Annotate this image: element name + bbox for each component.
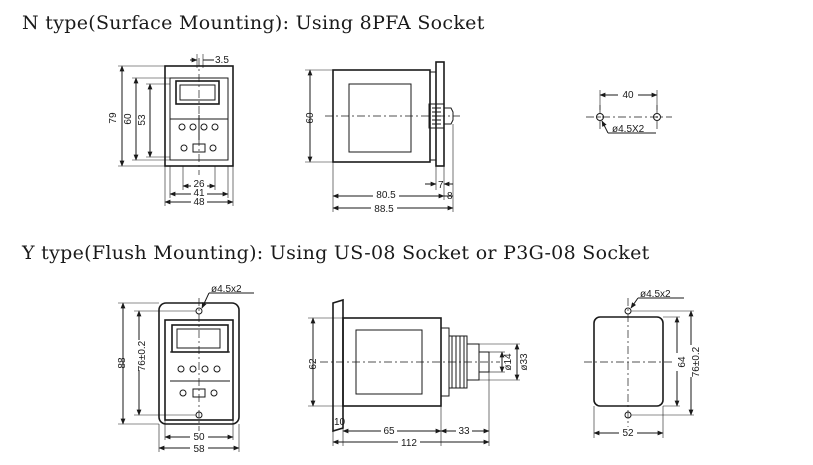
n-hole-pattern: 40 ø4.5X2 xyxy=(586,89,672,135)
dim-hole-n: ø4.5X2 xyxy=(612,124,645,135)
dim-58: 58 xyxy=(193,444,205,455)
y-type-heading: Y type(Flush Mounting): Using US-08 Sock… xyxy=(22,242,650,264)
dim-80-5: 80.5 xyxy=(376,190,396,201)
dim-64: 64 xyxy=(677,356,688,368)
dim-88-5: 88.5 xyxy=(374,204,394,215)
y-cutout-outline xyxy=(593,316,664,407)
n-type-heading: N type(Surface Mounting): Using 8PFA Soc… xyxy=(22,12,485,34)
dim-76-cutout: 76±0.2 xyxy=(691,346,702,377)
dim-26: 26 xyxy=(193,179,205,190)
dim-79: 79 xyxy=(108,112,119,124)
dim-50: 50 xyxy=(193,432,205,443)
dim-65: 65 xyxy=(383,426,395,437)
dim-62: 62 xyxy=(308,358,319,370)
dim-d33: ø33 xyxy=(519,353,530,371)
n-side-socket xyxy=(435,61,445,167)
dim-hole-y-cutout: ø4.5x2 xyxy=(640,289,671,300)
dim-40: 40 xyxy=(622,90,634,101)
n-front-view: 79 60 53 3.5 26 41 48 xyxy=(108,54,234,208)
y-front-view: ø4.5x2 88 76±0.2 50 58 xyxy=(117,284,254,455)
n-front-display xyxy=(175,80,220,105)
dim-10: 10 xyxy=(334,417,346,428)
dim-76-front: 76±0.2 xyxy=(137,340,148,371)
dim-41: 41 xyxy=(193,188,205,199)
dim-7: 7 xyxy=(438,180,444,191)
dim-8: 8 xyxy=(447,191,453,202)
dim-112: 112 xyxy=(401,438,417,449)
dim-3-5: 3.5 xyxy=(215,55,229,66)
y-side-flange xyxy=(332,298,344,433)
dim-d14: ø14 xyxy=(503,353,514,371)
y-panel-cutout: ø4.5x2 64 76±0.2 52 xyxy=(584,289,702,439)
dim-52: 52 xyxy=(622,428,634,439)
dim-33: 33 xyxy=(458,426,470,437)
dim-48: 48 xyxy=(193,197,205,208)
dim-side-60: 60 xyxy=(305,112,316,124)
dim-53: 53 xyxy=(137,114,148,126)
y-side-view: 62 ø14 ø33 10 65 33 112 xyxy=(308,298,530,449)
n-mount-hole-left xyxy=(596,113,604,121)
n-side-view: 60 7 8 80.5 88.5 xyxy=(305,61,460,215)
dim-60: 60 xyxy=(123,113,134,125)
n-mount-hole-right xyxy=(653,113,661,121)
dim-hole-y-front: ø4.5x2 xyxy=(211,284,242,295)
dim-88: 88 xyxy=(117,357,128,369)
